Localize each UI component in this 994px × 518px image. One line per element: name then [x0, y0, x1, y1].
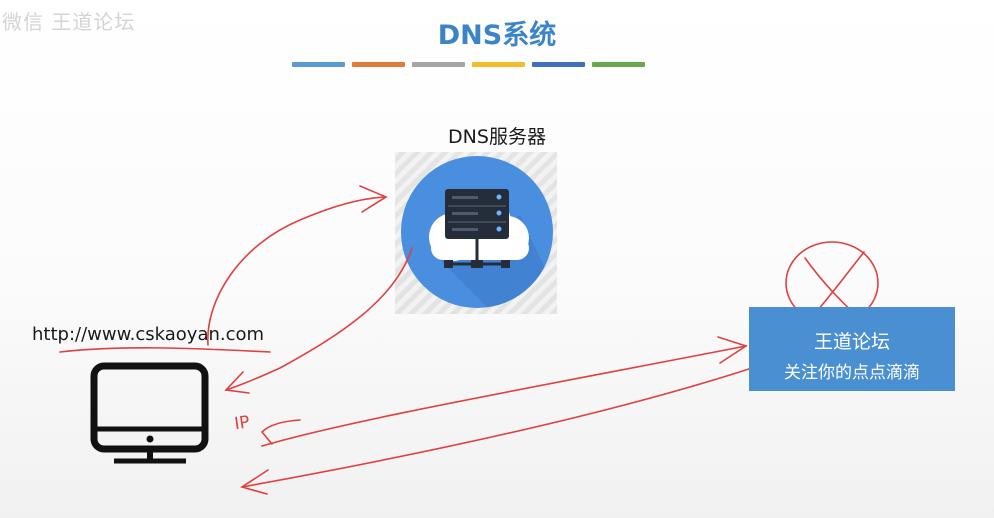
- color-bar-1: [352, 62, 405, 67]
- website-slogan: 关注你的点点滴滴: [784, 363, 920, 383]
- site-response-arrow: [241, 367, 753, 488]
- color-bar-3: [472, 62, 525, 67]
- computer-monitor-icon: [90, 362, 209, 464]
- ip-bracket: [261, 419, 301, 445]
- color-bar-2: [412, 62, 465, 67]
- color-bar-5: [592, 62, 645, 67]
- request-to-site-arrow: [261, 345, 747, 447]
- url-underline: [59, 347, 271, 353]
- red-annotations: [59, 185, 879, 495]
- query-arrowhead: [359, 185, 388, 213]
- site-response-arrowhead: [240, 469, 269, 495]
- slide-title: DNS系统: [437, 20, 557, 51]
- network-connector-icon: [444, 239, 510, 268]
- watermark: 微信 王道论坛: [2, 10, 136, 34]
- color-bar-0: [292, 62, 345, 67]
- client-url: http://www.cskaoyan.com: [32, 324, 265, 345]
- ip-annotation: IP: [233, 412, 251, 434]
- dns-server-label: DNS服务器: [448, 126, 546, 148]
- website-name: 王道论坛: [813, 331, 890, 353]
- website-box: 王道论坛 关注你的点点滴滴: [749, 307, 955, 391]
- request-arrowhead: [717, 336, 748, 364]
- response-arrow: [225, 247, 413, 391]
- response-arrowhead: [224, 371, 250, 394]
- dns-server-icon: [395, 152, 557, 314]
- color-bar-4: [532, 62, 585, 67]
- query-arrow: [207, 196, 386, 346]
- server-rack-icon: [445, 189, 509, 239]
